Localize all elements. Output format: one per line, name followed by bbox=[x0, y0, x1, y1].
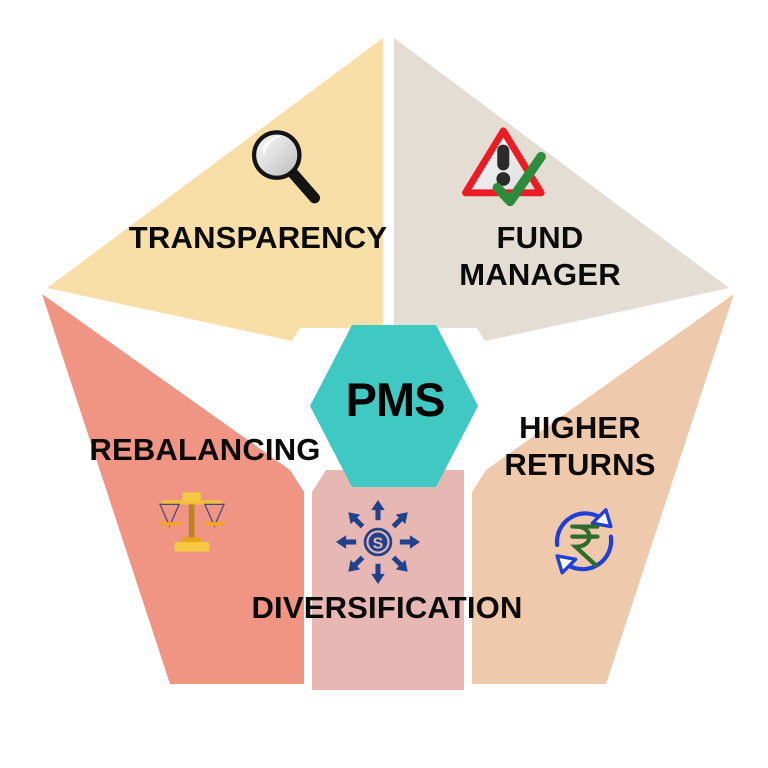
wedge-rebalancing-final[interactable] bbox=[42, 294, 304, 684]
wedge-diversification-final[interactable] bbox=[312, 470, 464, 690]
wedge-transparency-final[interactable] bbox=[47, 38, 383, 341]
wedge-fund-manager-final[interactable] bbox=[394, 38, 729, 341]
center-hexagon-final[interactable] bbox=[310, 325, 478, 487]
wedge-higher-returns-final[interactable] bbox=[472, 294, 734, 684]
